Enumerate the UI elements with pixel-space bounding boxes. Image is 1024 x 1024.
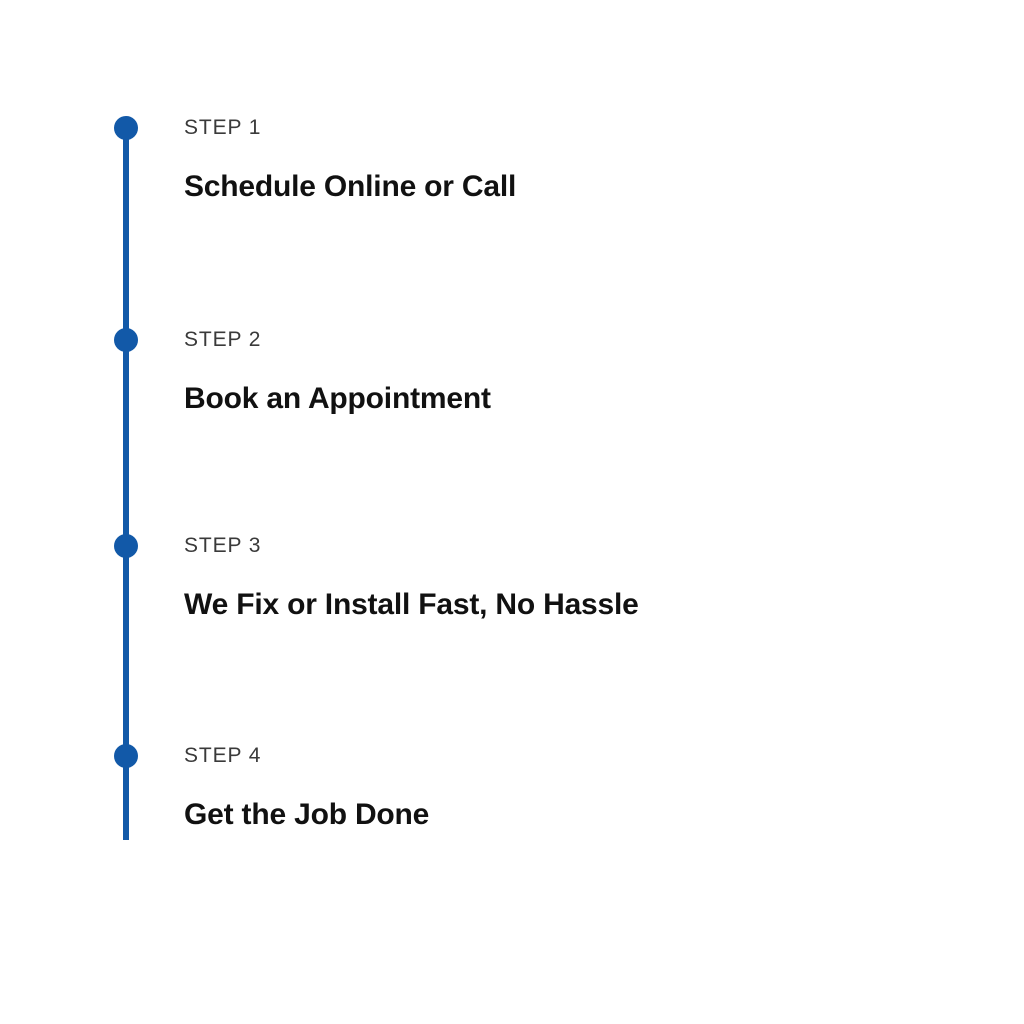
- timeline-dot-icon: [114, 116, 138, 140]
- step-text-group: STEP 4 Get the Job Done: [184, 732, 984, 834]
- step-label: STEP 1: [184, 116, 262, 139]
- timeline-step-4: STEP 4 Get the Job Done: [0, 732, 1024, 892]
- step-text-group: STEP 2 Book an Appointment: [184, 316, 984, 418]
- timeline-step-2: STEP 2 Book an Appointment: [0, 316, 1024, 476]
- step-label: STEP 3: [184, 534, 262, 557]
- timeline-step-3: STEP 3 We Fix or Install Fast, No Hassle: [0, 522, 1024, 682]
- step-text-group: STEP 3 We Fix or Install Fast, No Hassle: [184, 522, 984, 624]
- timeline-dot-icon: [114, 534, 138, 558]
- timeline-dot-icon: [114, 328, 138, 352]
- step-heading: We Fix or Install Fast, No Hassle: [184, 588, 639, 621]
- step-label: STEP 4: [184, 744, 262, 767]
- step-heading: Get the Job Done: [184, 798, 430, 831]
- step-heading: Book an Appointment: [184, 382, 491, 415]
- step-text-group: STEP 1 Schedule Online or Call: [184, 104, 984, 206]
- timeline-rail: [123, 128, 129, 840]
- timeline-step-1: STEP 1 Schedule Online or Call: [0, 104, 1024, 264]
- timeline-dot-icon: [114, 744, 138, 768]
- step-label: STEP 2: [184, 328, 262, 351]
- step-heading: Schedule Online or Call: [184, 170, 517, 203]
